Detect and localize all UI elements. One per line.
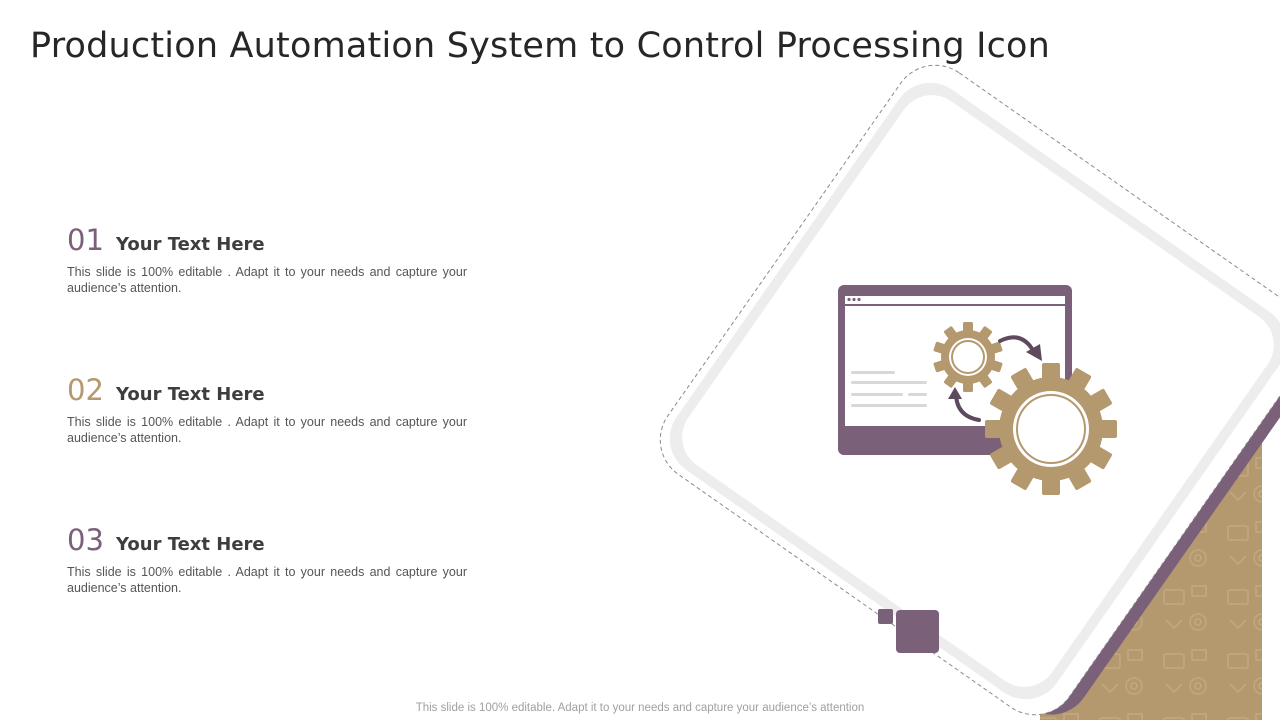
page-title: Production Automation System to Control … (30, 26, 1051, 66)
item-heading: Your Text Here (116, 384, 265, 405)
decor-square-large (896, 610, 939, 653)
item-number: 03 (67, 523, 104, 557)
item-heading: Your Text Here (116, 534, 265, 555)
item-heading: Your Text Here (116, 234, 265, 255)
arrow-head (948, 387, 962, 399)
list-item: 03 Your Text Here This slide is 100% edi… (67, 525, 467, 596)
item-body: This slide is 100% editable . Adapt it t… (67, 565, 467, 595)
item-number: 02 (67, 373, 104, 407)
item-body: This slide is 100% editable . Adapt it t… (67, 415, 467, 445)
gear-small-icon (933, 322, 1003, 392)
arrow-head (1026, 344, 1042, 361)
footer-note: This slide is 100% editable. Adapt it to… (415, 702, 865, 714)
list-item: 01 Your Text Here This slide is 100% edi… (67, 225, 467, 296)
decor-square-small (878, 609, 893, 624)
item-body: This slide is 100% editable . Adapt it t… (67, 265, 467, 295)
gear-large-icon (985, 363, 1117, 495)
list-item: 02 Your Text Here This slide is 100% edi… (67, 375, 467, 446)
item-number: 01 (67, 223, 104, 257)
